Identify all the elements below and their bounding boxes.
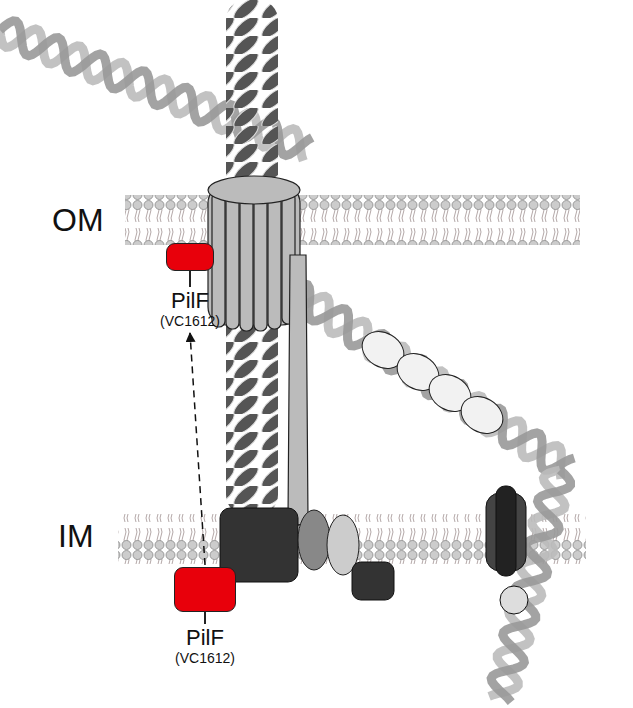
pilf-protein <box>174 567 236 612</box>
periplasmic-protein <box>288 255 308 525</box>
outer-membrane <box>125 195 580 245</box>
pilf-protein <box>166 243 214 271</box>
dna-strand <box>290 284 574 470</box>
leader-line <box>204 612 206 624</box>
dna-strand <box>491 470 570 702</box>
transport-arrow <box>190 333 205 565</box>
im-protein <box>298 510 330 570</box>
leader-line <box>189 271 191 287</box>
im-channel <box>486 486 528 614</box>
gene-id: (VC1612) <box>160 313 220 329</box>
membrane-label: OM <box>52 202 104 239</box>
protein-name: PilF <box>171 289 209 313</box>
atpase <box>352 562 394 600</box>
dna-helix <box>0 21 574 702</box>
dna-binding-protein <box>355 324 509 440</box>
protein-name: PilF <box>186 626 224 650</box>
secretin <box>208 176 300 331</box>
membrane-label: IM <box>58 518 94 555</box>
protein-node: PilF(VC1612) <box>174 567 236 666</box>
protein-node: PilF(VC1612) <box>160 243 220 329</box>
gene-id: (VC1612) <box>175 650 235 666</box>
